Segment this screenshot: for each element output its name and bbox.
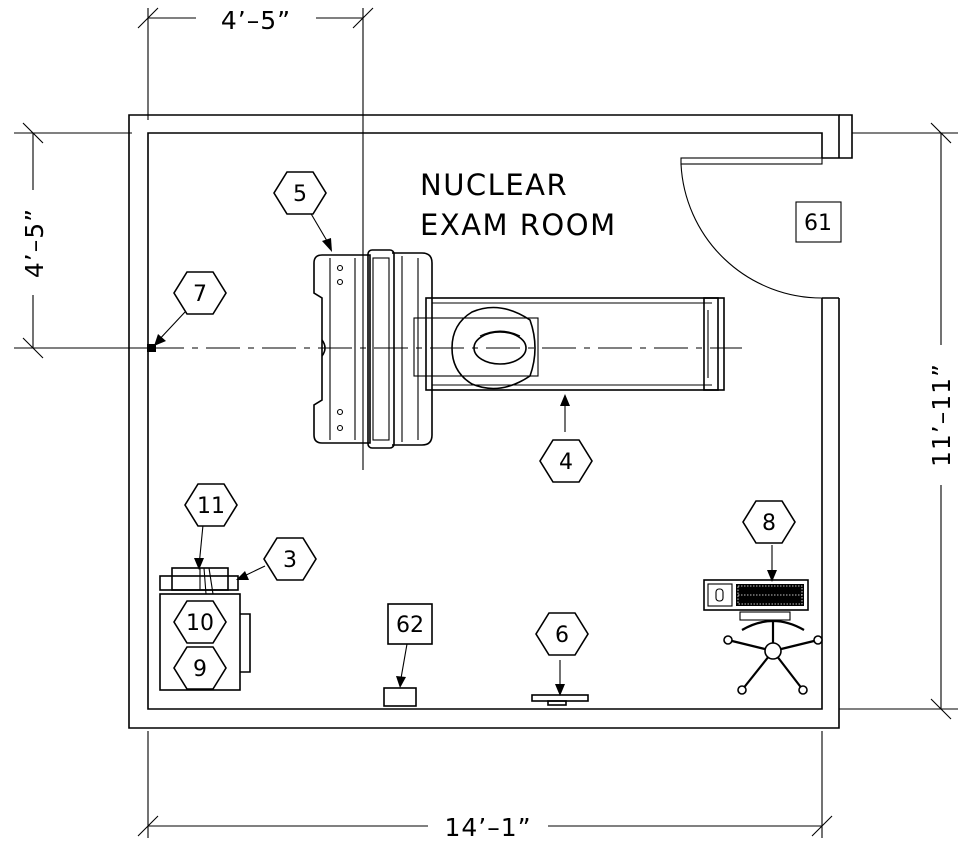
tag-7-label: 7 [193,282,207,307]
dimension-bottom-label: 14’–1” [444,813,531,842]
equipment-tag-3: 3 [263,537,317,581]
tag-10-label: 10 [186,611,214,636]
equipment-tag-8: 8 [742,500,796,544]
workstation-desk [703,579,809,621]
supply-cart [159,567,251,691]
floor-box [383,687,417,707]
tag-5-label: 5 [293,182,307,207]
equipment-tag-10: 10 [173,600,227,644]
tag-4-label: 4 [559,450,573,475]
room-walls [128,114,853,729]
tag-6-label: 6 [555,623,569,648]
dimension-right-label: 11’–11” [927,363,956,467]
door-swing [680,157,823,299]
wall-device [147,344,156,352]
gamma-camera-gantry [313,249,433,449]
room-number-label: 61 [804,211,832,236]
leader-lines [154,211,777,696]
room-number-tag: 61 [795,201,842,243]
room-name-line1: NUCLEAR [420,168,568,202]
tag-11-label: 11 [197,494,225,519]
equipment-tag-4: 4 [539,439,593,483]
floor-fixture [531,694,589,706]
tag-9-label: 9 [193,657,207,682]
office-chair [723,620,823,695]
patient-table [413,297,725,391]
dimension-top: 4’–5” [137,6,374,470]
equipment-tag-7: 7 [173,271,227,315]
tag-8-label: 8 [762,511,776,536]
tag-62-label: 62 [396,613,424,638]
dimension-bottom: 14’–1” [137,731,833,842]
equipment-tag-11: 11 [184,483,238,527]
dimension-left: 4’–5” [14,122,158,359]
equipment-tag-9: 9 [173,646,227,690]
dimension-right: 11’–11” [839,122,958,720]
equipment-tag-6: 6 [535,612,589,656]
dimension-left-label: 4’–5” [20,208,49,278]
equipment-box-tag-62: 62 [387,603,433,645]
tag-3-label: 3 [283,548,297,573]
dimension-top-label: 4’–5” [221,6,291,35]
equipment-tag-5: 5 [273,171,327,215]
room-name-line2: EXAM ROOM [420,208,617,242]
